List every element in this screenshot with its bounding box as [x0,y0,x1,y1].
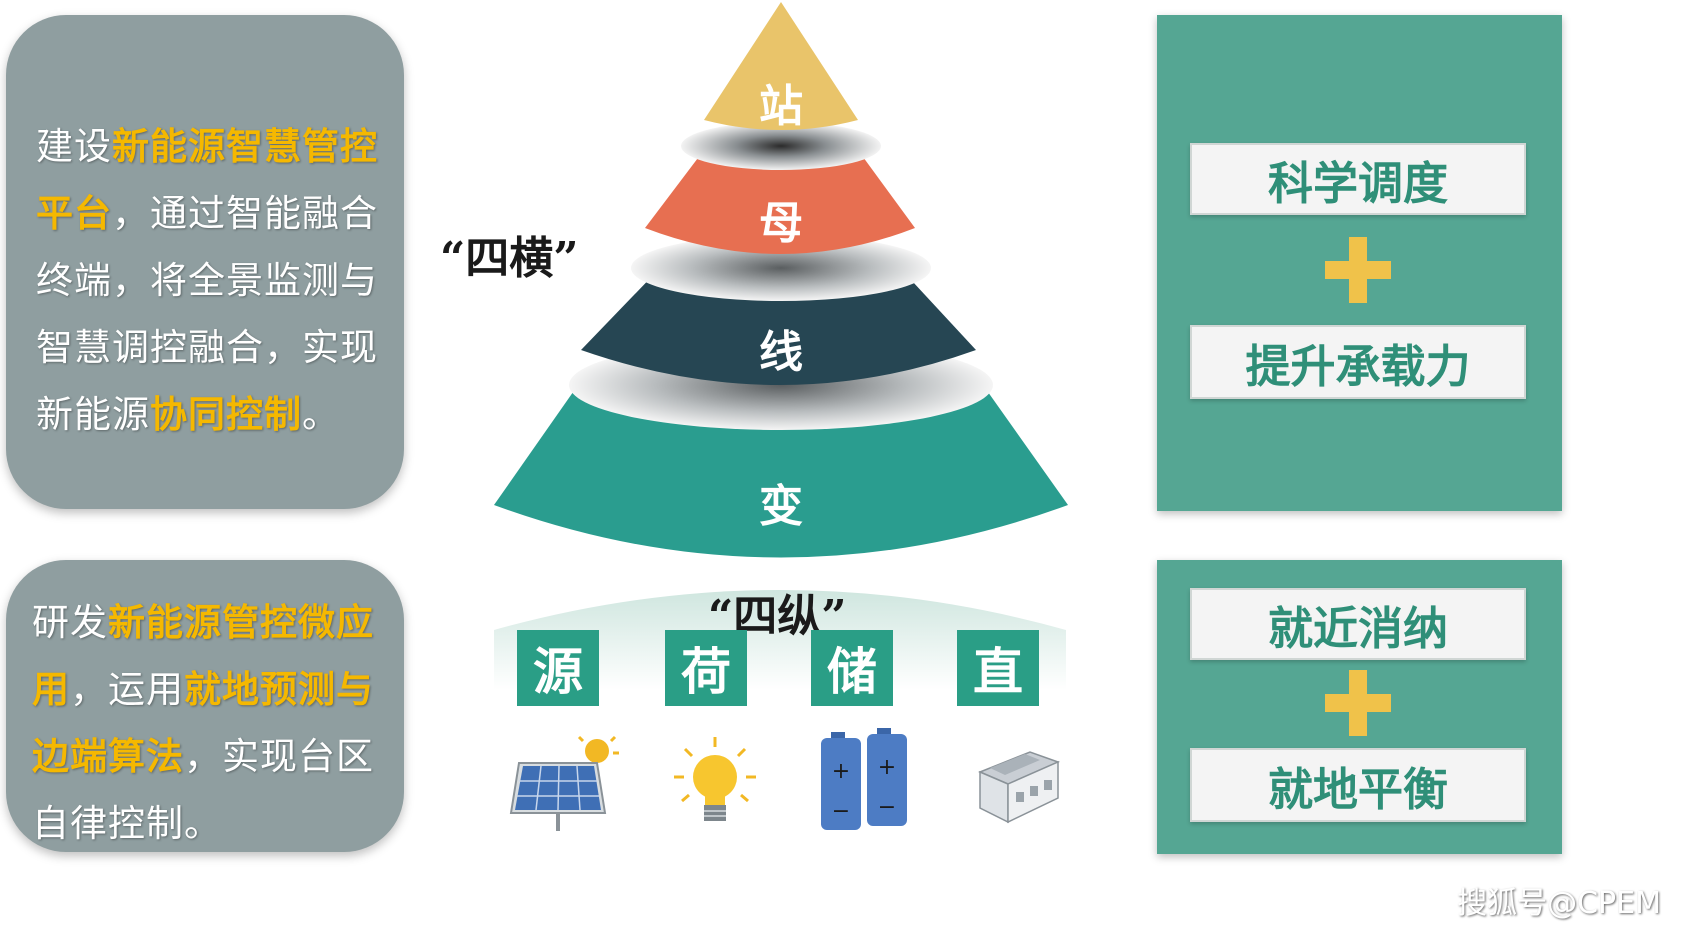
svg-text:−: − [832,799,850,824]
highlight-text: 就地预测与边端算法 [32,668,374,778]
tier-label-bian: 变 [759,481,803,532]
tier-xian-top-disc [631,235,931,301]
scientific-dispatch-label: 科学调度 [1190,143,1526,215]
light-bulb-icon [674,737,756,821]
svg-text:+: + [878,755,896,780]
vertical-item-he: 荷 [665,630,747,706]
vertical-backdrop [494,590,1066,690]
tier-label-xian: 线 [759,327,803,378]
vertical-item-zhi: 直 [957,630,1039,706]
battery-icon: + + − − [821,728,907,830]
tier-label-zhan: 站 [759,81,803,132]
converter-device-icon [978,751,1061,824]
local-balance-label: 就地平衡 [1190,748,1526,822]
body-text: ，通过智能融合终端，将全景监测与智慧调控融合，实现新能源 [36,192,378,436]
four-horizontal-label: “四横” [440,233,579,284]
tier-zhan-shape [704,2,858,130]
highlight-text: 协同控制 [150,393,302,436]
left-top-panel [6,15,404,509]
body-text: 研发 [32,601,108,644]
vertical-item-yuan: 源 [517,630,599,706]
tier-xian-shape [581,268,976,385]
svg-text:−: − [878,795,896,820]
highlight-text: 新能源管控微应用 [32,601,374,711]
plus-icon [1325,670,1391,736]
watermark: 搜狐号@CPEM [1457,886,1661,921]
left-bottom-panel [6,560,404,852]
body-text: 。 [302,393,340,436]
tier-mu-top-disc [681,122,881,170]
body-text: ，实现台区自律控制。 [32,735,374,845]
left-bottom-description: 研发新能源管控微应用，运用就地预测与边端算法，实现台区自律控制。 [32,589,382,857]
plus-icon [1325,237,1391,303]
highlight-text: 新能源智慧管控平台 [36,125,378,235]
tier-bian-shape [494,385,1068,558]
vertical-item-chu: 储 [811,630,893,706]
body-text: 建设 [36,125,112,168]
svg-text:+: + [832,759,850,784]
left-top-description: 建设新能源智慧管控平台，通过智能融合终端，将全景监测与智慧调控融合，实现新能源协… [36,113,381,448]
nearby-consumption-label: 就近消纳 [1190,588,1526,660]
tier-mu-shape [645,146,915,254]
tier-label-mu: 母 [759,198,803,249]
improve-capacity-label: 提升承载力 [1190,325,1526,399]
pyramid-diagram [494,2,1068,558]
solar-panel-icon [509,735,619,831]
body-text: ，运用 [70,668,184,711]
